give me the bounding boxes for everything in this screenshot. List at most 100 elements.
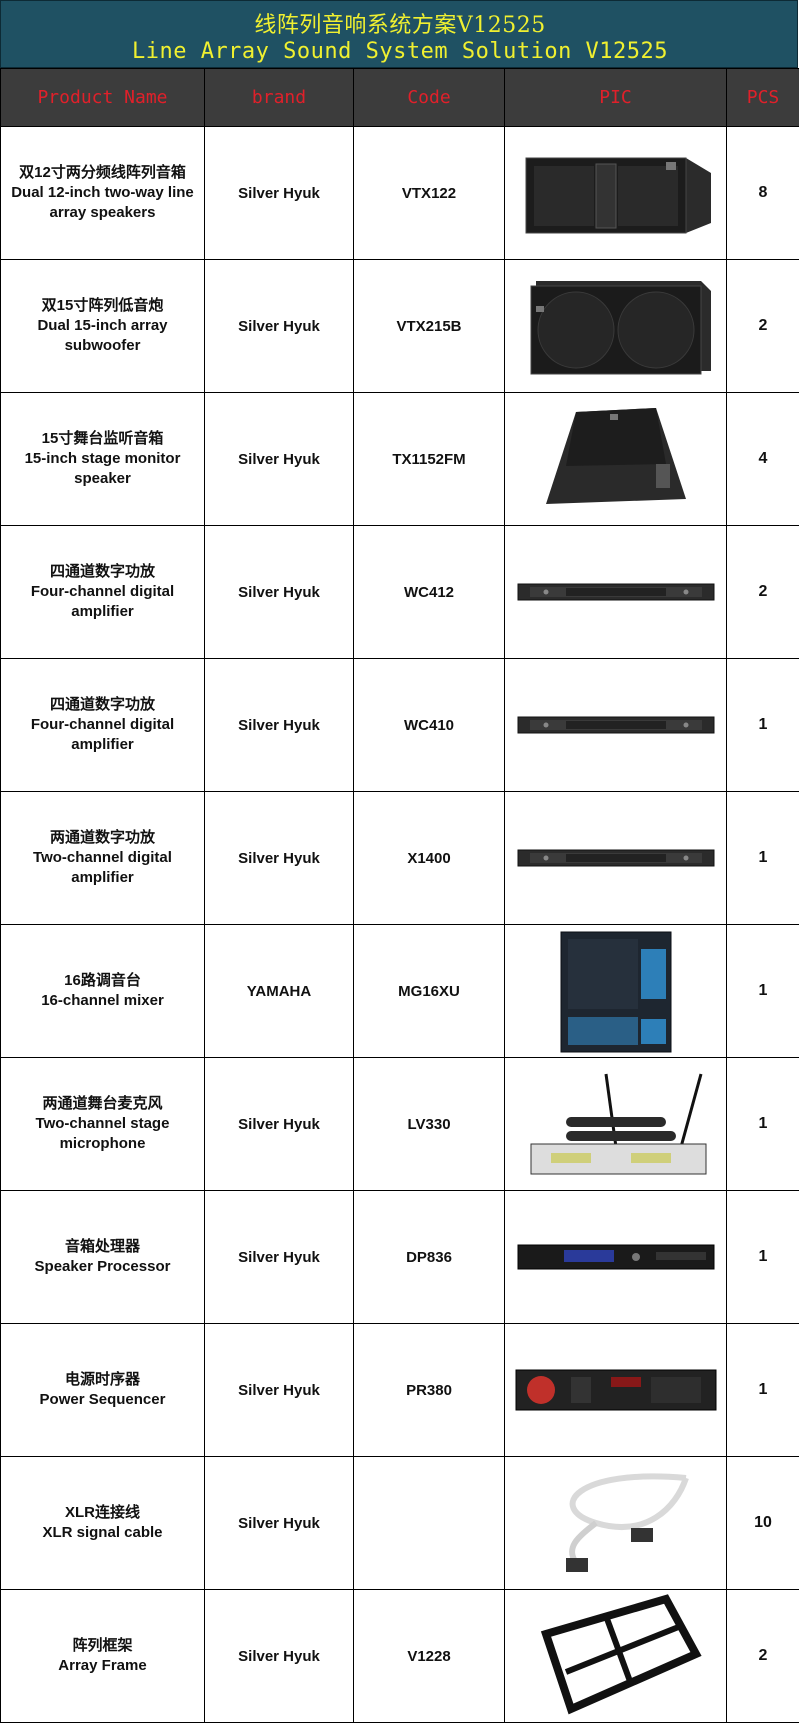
product-image-cell xyxy=(504,658,727,792)
product-name-cell: 四通道数字功放 Four-channel digital amplifier xyxy=(0,658,205,792)
product-name-cn: 两通道舞台麦克风 xyxy=(42,1095,163,1112)
stage-monitor-icon xyxy=(505,404,726,514)
title-chinese: 线阵列音响系统方案V12525 xyxy=(254,13,546,38)
brand-cell: Silver Hyuk xyxy=(204,525,354,659)
header-brand: brand xyxy=(204,68,354,127)
product-name-cell: 音箱处理器 Speaker Processor xyxy=(0,1190,205,1324)
amplifier-icon xyxy=(505,846,726,870)
quantity-cell: 1 xyxy=(726,1190,799,1324)
brand-cell: YAMAHA xyxy=(204,924,354,1058)
product-name-cell: 两通道舞台麦克风 Two-channel stage microphone xyxy=(0,1057,205,1191)
code-cell xyxy=(353,1456,505,1590)
code-cell: VTX122 xyxy=(353,126,505,260)
product-name-cn: 两通道数字功放 xyxy=(49,829,155,846)
code-cell: LV330 xyxy=(353,1057,505,1191)
table-header-row: Product Name brand Code PIC PCS xyxy=(0,68,799,127)
product-name-en: Four-channel digital amplifier xyxy=(30,583,175,620)
speaker-processor-icon xyxy=(505,1242,726,1272)
product-name-cn: 电源时序器 xyxy=(64,1371,140,1388)
product-name-en: 15-inch stage monitor speaker xyxy=(24,450,181,487)
product-image-cell xyxy=(504,1190,727,1324)
quantity-cell: 2 xyxy=(726,525,799,659)
code-cell: TX1152FM xyxy=(353,392,505,526)
brand-cell: Silver Hyuk xyxy=(204,392,354,526)
table-row: 16路调音台 16-channel mixer YAMAHA MG16XU 1 xyxy=(0,924,799,1058)
code-cell: WC410 xyxy=(353,658,505,792)
product-name-en: Dual 12-inch two-way line array speakers xyxy=(11,184,194,221)
quantity-cell: 8 xyxy=(726,126,799,260)
line-array-speaker-icon xyxy=(505,148,726,238)
quantity-cell: 4 xyxy=(726,392,799,526)
product-image-cell xyxy=(504,1589,727,1723)
product-name-cell: 16路调音台 16-channel mixer xyxy=(0,924,205,1058)
title-english: Line Array Sound System Solution V12525 xyxy=(131,39,669,64)
product-name-cn: 音箱处理器 xyxy=(64,1238,140,1255)
mixer-icon xyxy=(505,929,726,1054)
amplifier-icon xyxy=(505,713,726,737)
table-row: 四通道数字功放 Four-channel digital amplifier S… xyxy=(0,658,799,792)
subwoofer-icon xyxy=(505,276,726,376)
brand-cell: Silver Hyuk xyxy=(204,1057,354,1191)
product-name-cn: 双12寸两分频线阵列音箱 xyxy=(19,164,186,181)
table-row: 双15寸阵列低音炮 Dual 15-inch array subwoofer S… xyxy=(0,259,799,393)
product-name-cell: XLR连接线 XLR signal cable xyxy=(0,1456,205,1590)
code-cell: DP836 xyxy=(353,1190,505,1324)
product-name-en: 16-channel mixer xyxy=(41,992,164,1009)
product-name-cn: XLR连接线 xyxy=(64,1504,140,1521)
header-pic: PIC xyxy=(504,68,727,127)
table-row: 音箱处理器 Speaker Processor Silver Hyuk DP83… xyxy=(0,1190,799,1324)
code-cell: X1400 xyxy=(353,791,505,925)
brand-cell: Silver Hyuk xyxy=(204,1323,354,1457)
code-cell: WC412 xyxy=(353,525,505,659)
product-name-cn: 四通道数字功放 xyxy=(49,696,155,713)
header-code: Code xyxy=(353,68,505,127)
wireless-microphone-icon xyxy=(505,1069,726,1179)
product-image-cell xyxy=(504,525,727,659)
product-image-cell xyxy=(504,126,727,260)
quantity-cell: 2 xyxy=(726,259,799,393)
product-name-cn: 阵列框架 xyxy=(72,1637,133,1654)
product-name-cell: 电源时序器 Power Sequencer xyxy=(0,1323,205,1457)
code-cell: VTX215B xyxy=(353,259,505,393)
product-image-cell xyxy=(504,1323,727,1457)
product-name-cell: 两通道数字功放 Two-channel digital amplifier xyxy=(0,791,205,925)
product-name-en: Two-channel stage microphone xyxy=(35,1115,170,1152)
title-bar: 线阵列音响系统方案V12525 Line Array Sound System … xyxy=(0,0,798,68)
quantity-cell: 10 xyxy=(726,1456,799,1590)
product-image-cell xyxy=(504,392,727,526)
product-table: Product Name brand Code PIC PCS 双12寸两分频线… xyxy=(0,68,799,1723)
brand-cell: Silver Hyuk xyxy=(204,1589,354,1723)
xlr-cable-icon xyxy=(505,1468,726,1578)
product-image-cell xyxy=(504,924,727,1058)
product-name-cell: 双15寸阵列低音炮 Dual 15-inch array subwoofer xyxy=(0,259,205,393)
quantity-cell: 1 xyxy=(726,791,799,925)
product-name-en: Dual 15-inch array subwoofer xyxy=(37,317,168,354)
product-image-cell xyxy=(504,1057,727,1191)
array-frame-icon xyxy=(505,1593,726,1719)
product-image-cell xyxy=(504,791,727,925)
product-name-en: Array Frame xyxy=(58,1657,147,1674)
quantity-cell: 1 xyxy=(726,658,799,792)
product-image-cell xyxy=(504,1456,727,1590)
header-pcs: PCS xyxy=(726,68,799,127)
code-cell: PR380 xyxy=(353,1323,505,1457)
table-row: 阵列框架 Array Frame Silver Hyuk V1228 2 xyxy=(0,1589,799,1723)
product-name-cell: 四通道数字功放 Four-channel digital amplifier xyxy=(0,525,205,659)
table-row: 两通道数字功放 Two-channel digital amplifier Si… xyxy=(0,791,799,925)
table-row: 15寸舞台监听音箱 15-inch stage monitor speaker … xyxy=(0,392,799,526)
brand-cell: Silver Hyuk xyxy=(204,126,354,260)
table-row: 两通道舞台麦克风 Two-channel stage microphone Si… xyxy=(0,1057,799,1191)
code-cell: MG16XU xyxy=(353,924,505,1058)
brand-cell: Silver Hyuk xyxy=(204,1190,354,1324)
product-name-en: XLR signal cable xyxy=(42,1524,163,1541)
table-row: 双12寸两分频线阵列音箱 Dual 12-inch two-way line a… xyxy=(0,126,799,260)
product-name-cn: 15寸舞台监听音箱 xyxy=(41,430,164,447)
quantity-cell: 1 xyxy=(726,1057,799,1191)
brand-cell: Silver Hyuk xyxy=(204,259,354,393)
quantity-cell: 1 xyxy=(726,924,799,1058)
product-name-cell: 15寸舞台监听音箱 15-inch stage monitor speaker xyxy=(0,392,205,526)
product-name-en: Four-channel digital amplifier xyxy=(30,716,175,753)
product-name-cn: 四通道数字功放 xyxy=(49,563,155,580)
brand-cell: Silver Hyuk xyxy=(204,1456,354,1590)
